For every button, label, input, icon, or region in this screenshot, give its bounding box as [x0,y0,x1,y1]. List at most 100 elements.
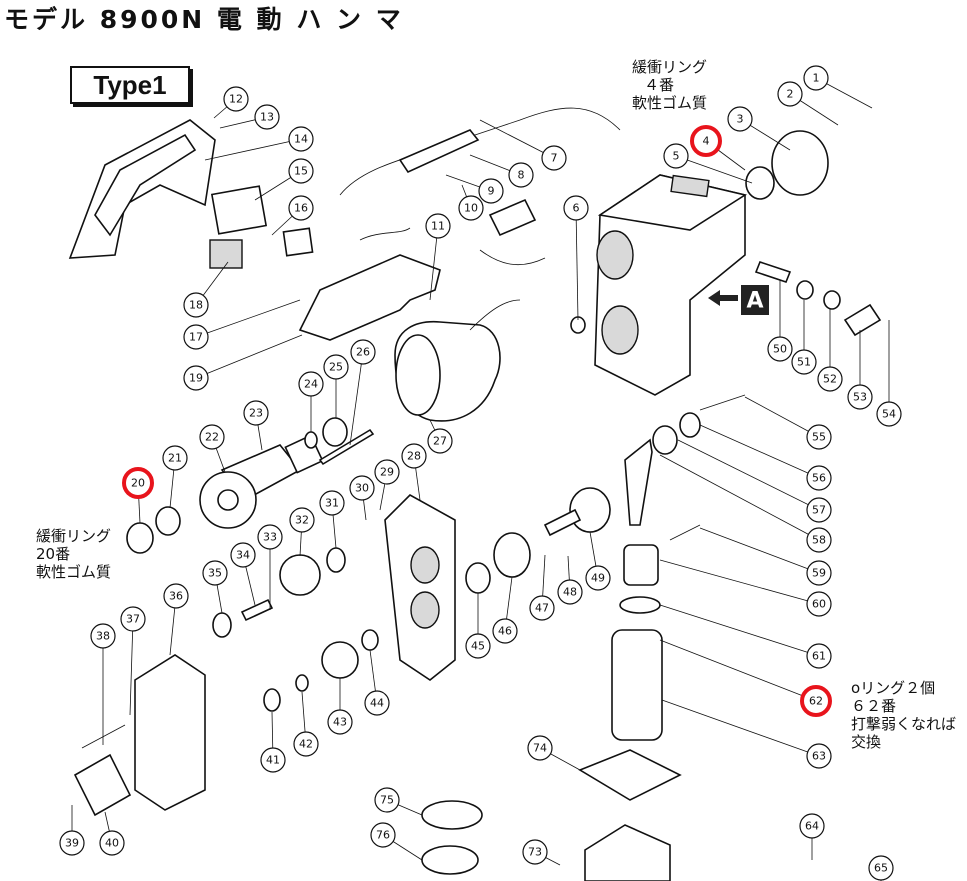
part-callout-41: 41 [260,747,286,773]
field-core [395,334,441,416]
part-callout-2: 2 [777,81,803,107]
part-drawings: A [68,107,882,881]
piston-60 [623,544,659,586]
callout-circle [767,336,793,362]
part-number: 42 [299,738,313,751]
part-callout-38: 38 [90,623,116,649]
callout-circle [425,213,451,239]
part-number: 4 [703,135,710,148]
part-callout-58: 58 [806,527,832,553]
callout-circle [183,324,209,350]
leader-line-63 [661,699,820,757]
part-callout-73: 73 [522,839,548,865]
part-number: 47 [535,602,549,615]
part-number: 31 [325,497,339,510]
callout-circle [323,354,349,380]
part-callout-75: 75 [374,787,400,813]
part-number: 53 [853,391,867,404]
bearing-45 [465,562,491,594]
buffer-ring-5 [745,166,775,200]
leader-line-6 [575,207,579,321]
cap-3 [771,130,829,196]
callout-circle [120,606,146,632]
plate-74 [578,749,682,801]
highlight-ring [800,685,832,717]
part-number: 9 [488,185,495,198]
part-callout-18: 18 [183,292,209,318]
leader-line-14 [204,138,302,161]
callout-circle [563,195,589,221]
cord-lead-2 [359,227,411,241]
part-callout-52: 52 [817,366,843,392]
switch-part [209,239,243,269]
part-callout-63: 63 [806,743,832,769]
part-callout-19: 19 [183,365,209,391]
part-number: 56 [812,472,826,485]
washer-24 [304,431,318,449]
callout-circle [803,65,829,91]
gear-housing-bore-bottom [410,591,440,629]
gear-housing [384,494,456,681]
part-callout-48: 48 [557,579,583,605]
leader-line-56 [699,424,820,479]
callout-circle [458,195,484,221]
nameplate [73,753,132,817]
callout-circle [791,349,817,375]
part-callout-32: 32 [289,507,315,533]
part-number: 60 [812,598,826,611]
part-number: 50 [773,343,787,356]
part-number: 8 [518,169,525,182]
callout-circle [868,855,894,881]
gear-43 [321,641,359,679]
note-line: 打撃弱くなれば [851,715,957,733]
screw-50 [754,261,792,283]
bearing-35 [212,612,232,638]
part-number: 1 [813,72,820,85]
callout-circle [162,445,188,471]
callout-circle [288,158,314,184]
part-56 [679,412,701,438]
part-callout-35: 35 [202,560,228,586]
part-callout-64: 64 [799,813,825,839]
part-callout-44: 44 [364,690,390,716]
callout-circle [243,400,269,426]
part-number: 25 [329,361,343,374]
view-arrow-box [741,285,769,315]
callout-circle [370,822,396,848]
part-callout-17: 17 [183,324,209,350]
part-number: 15 [294,165,308,178]
bolt-55 [699,394,746,411]
part-number: 6 [573,202,580,215]
part-callout-34: 34 [230,542,256,568]
callout-circle [806,527,832,553]
callout-circle [401,443,427,469]
callout-circle [327,709,353,735]
part-number: 48 [563,586,577,599]
note-line: 緩衝リング [632,58,708,76]
part-number: 49 [591,572,605,585]
note-line: oリング２個 [851,679,936,697]
leader-line-60 [659,559,820,605]
leader-line-7 [479,119,555,159]
callout-circle [199,424,225,450]
part-callout-60: 60 [806,591,832,617]
part-callout-50: 50 [767,336,793,362]
pin-59 [669,524,701,541]
plug-part [488,198,537,237]
callout-circle [59,830,85,856]
note-line: 緩衝リング [36,527,112,545]
cord-lead [479,249,546,265]
part-callout-47: 47 [529,595,555,621]
part-number: 35 [208,567,222,580]
part-callout-43: 43 [327,709,353,735]
callout-circle [349,475,375,501]
note-line: 交換 [851,733,882,751]
callout-circle [364,690,390,716]
part-callout-36: 36 [163,583,189,609]
part-number: 28 [407,450,421,463]
leader-line-57 [677,439,820,511]
housing-window [670,174,710,198]
callout-circle [557,579,583,605]
part-callout-65: 65 [868,855,894,881]
part-number: 52 [823,373,837,386]
